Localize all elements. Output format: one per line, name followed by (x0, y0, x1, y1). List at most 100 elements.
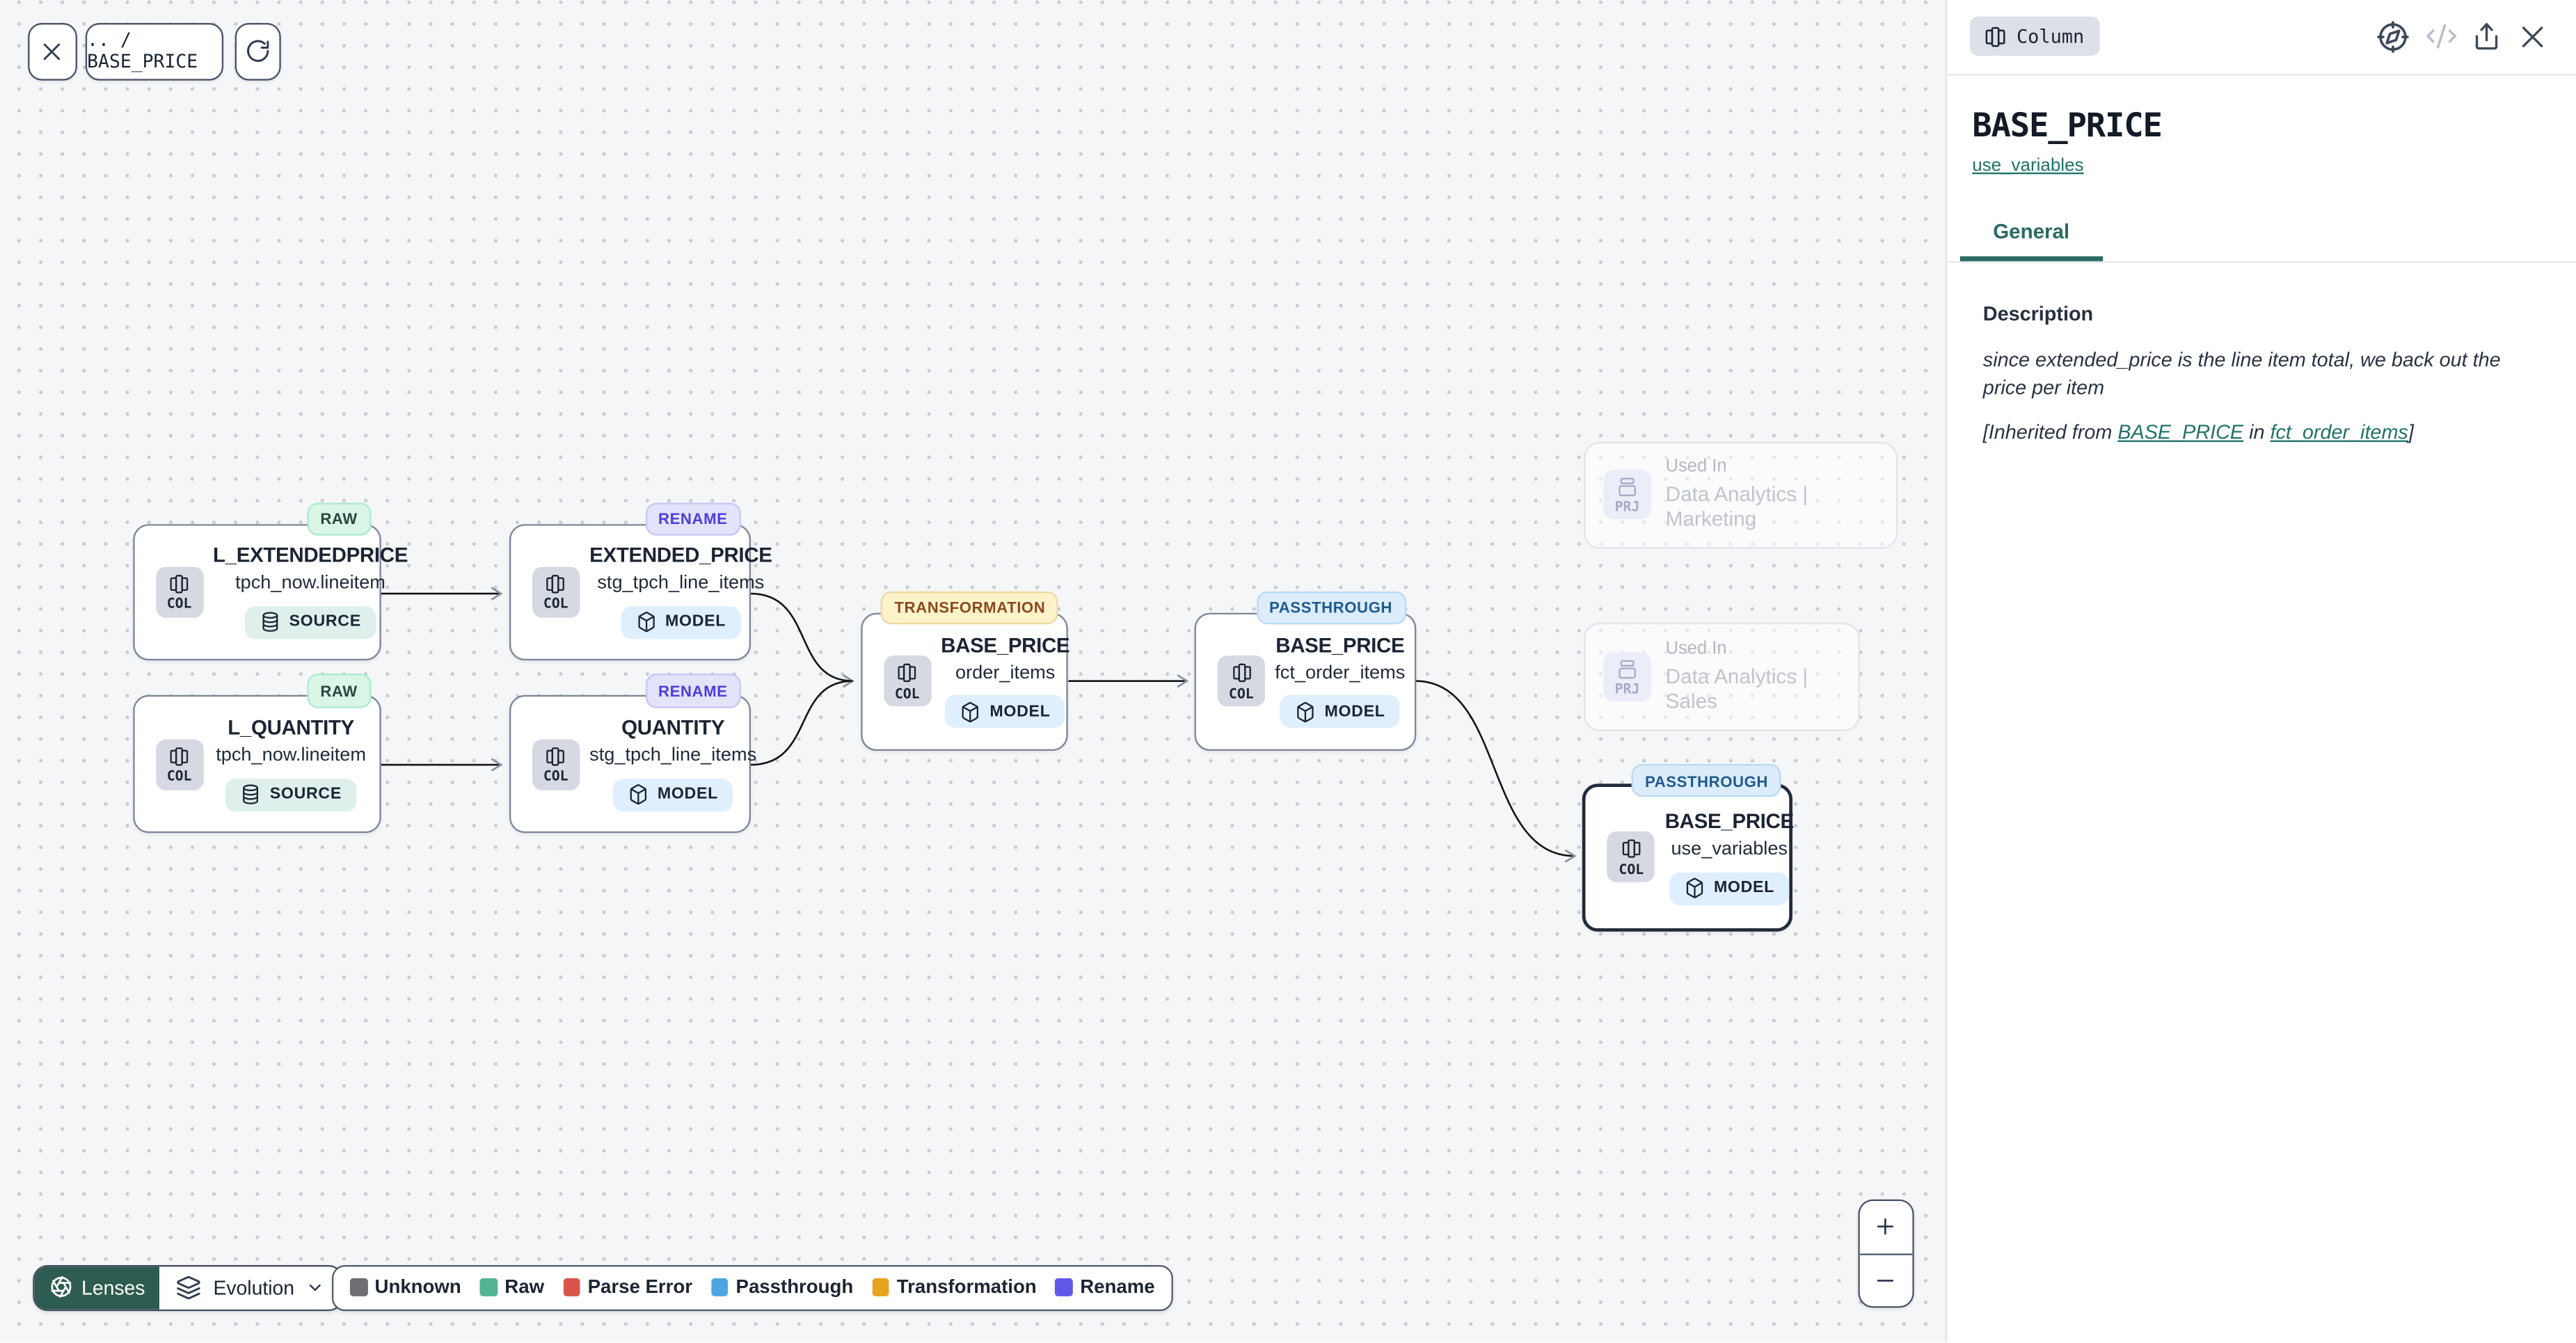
legend-item: Unknown (350, 1277, 461, 1298)
node-title: BASE_PRICE (1275, 633, 1405, 657)
legend-swatch (711, 1278, 729, 1296)
node-type-label: SOURCE (269, 786, 342, 804)
inherited-model-link[interactable]: fct_order_items (2270, 420, 2408, 443)
node-main: L_QUANTITY tpch_now.lineitem SOURCE (203, 717, 379, 812)
legend-label: Raw (504, 1277, 545, 1298)
columns-icon (170, 574, 189, 593)
ghost-main: Used In Data Analytics | Marketing (1666, 458, 1897, 531)
lineage-node[interactable]: RAW COL L_EXTENDEDPRICE tpch_now.lineite… (132, 502, 408, 660)
database-icon (243, 785, 259, 805)
lineage-status-badge: RAW (307, 674, 371, 708)
cube-icon (630, 785, 647, 806)
close-panel-icon[interactable] (2517, 21, 2548, 52)
node-main: BASE_PRICE order_items MODEL (931, 634, 1079, 729)
zoom-control (1858, 1199, 1914, 1308)
cube-icon (962, 701, 979, 722)
close-icon (44, 43, 61, 60)
node-title: BASE_PRICE (941, 633, 1070, 657)
column-kind-box: COL (155, 566, 203, 618)
panel-title: BASE_PRICE (1972, 104, 2163, 144)
minus-icon (1877, 1279, 1894, 1282)
entity-type-badge: Column (1970, 17, 2099, 56)
inherited-suffix: ] (2408, 420, 2414, 443)
lineage-node[interactable]: PASSTHROUGH COL BASE_PRICE use_variables… (1582, 763, 1794, 932)
node-type-label: MODEL (989, 703, 1051, 722)
legend-item: Transformation (872, 1277, 1037, 1298)
archive-icon (1619, 660, 1636, 678)
node-title: BASE_PRICE (1664, 810, 1794, 834)
zoom-out-button[interactable] (1859, 1254, 1912, 1307)
legend-label: Transformation (896, 1277, 1037, 1298)
node-type-badge: MODEL (613, 779, 733, 812)
zoom-in-button[interactable] (1859, 1200, 1912, 1255)
lineage-node[interactable]: PASSTHROUGH COL BASE_PRICE fct_order_ite… (1194, 590, 1416, 750)
database-icon (262, 612, 278, 633)
node-subtitle: stg_tpch_line_items (589, 746, 757, 766)
entity-type-label: Column (2016, 25, 2085, 49)
column-kind-box: COL (883, 655, 932, 707)
column-kind-label: COL (166, 595, 192, 612)
lineage-node[interactable]: RENAME COL QUANTITY stg_tpch_line_items … (509, 674, 756, 834)
legend-item: Parse Error (563, 1277, 692, 1298)
legend-swatch (1055, 1278, 1073, 1296)
panel-header-icons (2376, 19, 2548, 54)
node-title: L_QUANTITY (228, 717, 355, 740)
lineage-status-badge: PASSTHROUGH (1632, 763, 1781, 797)
node-title: QUANTITY (621, 717, 725, 740)
code-icon[interactable] (2425, 20, 2458, 53)
compass-icon[interactable] (2376, 19, 2411, 54)
ghost-usage-node[interactable]: PRJ Used In Data Analytics | Sales (1584, 623, 1860, 732)
breadcrumb[interactable]: .. / BASE_PRICE (85, 23, 223, 80)
node-type-badge: MODEL (945, 695, 1065, 729)
refresh-button[interactable] (234, 23, 281, 80)
column-kind-box: COL (1217, 655, 1266, 707)
node-type-label: MODEL (1324, 703, 1385, 722)
columns-icon (1232, 663, 1250, 683)
used-in-name: Data Analytics | Sales (1665, 665, 1808, 713)
lineage-status-badge: RAW (307, 502, 371, 537)
lineage-status-badge: RENAME (645, 674, 741, 708)
column-kind-label: COL (543, 595, 569, 612)
node-type-label: MODEL (1713, 879, 1775, 898)
ghost-main: Used In Data Analytics | Sales (1665, 639, 1859, 713)
close-lineage-button[interactable] (27, 23, 77, 80)
legend-label: Unknown (374, 1277, 461, 1298)
lineage-node[interactable]: RAW COL L_QUANTITY tpch_now.lineitem SOU… (132, 674, 381, 834)
model-link[interactable]: use_variables (1972, 155, 2084, 175)
refresh-icon (246, 40, 269, 63)
lineage-status-badge: TRANSFORMATION (881, 590, 1059, 625)
description-inherited: [Inherited from BASE_PRICE in fct_order_… (1983, 418, 2534, 447)
columns-icon (1986, 26, 2006, 47)
column-kind-box: COL (155, 738, 203, 790)
used-in-label: Used In (1665, 639, 1727, 660)
panel-tabs: General (1947, 221, 2576, 263)
lineage-node[interactable]: TRANSFORMATION COL BASE_PRICE order_item… (860, 590, 1070, 750)
tab-general[interactable]: General (1959, 221, 2103, 262)
chevron-down-icon (310, 1284, 321, 1292)
ghost-usage-node[interactable]: PRJ Used In Data Analytics | Marketing (1584, 441, 1898, 549)
lens-selector[interactable]: Evolution (159, 1266, 342, 1309)
inherited-column-link[interactable]: BASE_PRICE (2117, 420, 2244, 443)
share-icon[interactable] (2472, 21, 2503, 52)
lineage-node[interactable]: RENAME COL EXTENDED_PRICE stg_tpch_line_… (509, 502, 772, 660)
legend-item: Raw (479, 1277, 545, 1298)
node-main: L_EXTENDEDPRICE tpch_now.lineitem SOURCE (203, 544, 418, 639)
node-type-badge: MODEL (1280, 695, 1400, 729)
node-main: BASE_PRICE use_variables MODEL (1655, 810, 1804, 905)
column-kind-label: COL (1228, 684, 1254, 701)
lineage-canvas[interactable]: .. / BASE_PRICE RAW COL L_EXTENDEDPRICE … (0, 0, 1946, 1343)
node-main: EXTENDED_PRICE stg_tpch_line_items MODEL (580, 544, 782, 639)
cube-icon (1297, 701, 1314, 722)
node-type-label: SOURCE (289, 613, 361, 632)
node-subtitle: fct_order_items (1275, 662, 1406, 683)
details-panel: Column BASE_PRICE use_variables General … (1946, 0, 2576, 1343)
legend-swatch (563, 1278, 581, 1296)
legend-item: Passthrough (711, 1277, 853, 1298)
column-kind-box: COL (532, 566, 580, 618)
legend-swatch (872, 1278, 890, 1296)
lenses-button[interactable]: Lenses (33, 1266, 160, 1309)
node-subtitle: order_items (955, 662, 1056, 683)
lineage-status-badge: RENAME (645, 502, 741, 537)
archive-icon (1619, 477, 1636, 496)
